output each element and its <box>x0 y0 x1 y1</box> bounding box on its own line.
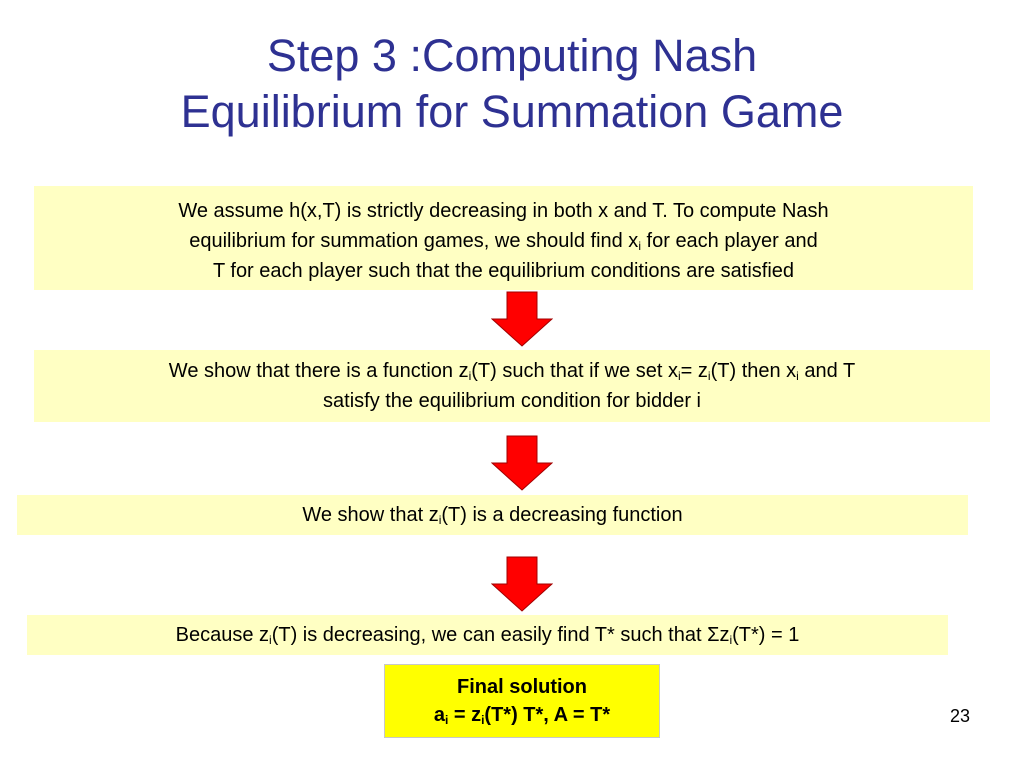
slide-title: Step 3 :Computing Nash Equilibrium for S… <box>0 28 1024 140</box>
subscript: i <box>468 369 472 383</box>
down-arrow-icon <box>491 291 553 347</box>
sigma-symbol: Σ <box>707 624 720 646</box>
final-solution-box: Final solution ai = zi(T*) T*, A = T* <box>384 664 660 738</box>
function-text: and T <box>798 360 856 382</box>
assumption-line-1: We assume h(x,T) is strictly decreasing … <box>178 200 829 222</box>
final-solution-label: Final solution <box>457 676 587 698</box>
subscript: i <box>481 713 485 727</box>
subscript: i <box>638 239 641 253</box>
decreasing-function-box: We show that zi(T) is a decreasing funct… <box>17 495 968 535</box>
find-text: (T*) = 1 <box>732 624 800 646</box>
decreasing-text: We show that z <box>302 504 439 526</box>
find-t-star-box: Because zi(T) is decreasing, we can easi… <box>27 615 948 655</box>
function-text: We show that there is a function z <box>168 360 469 382</box>
function-line-1: We show that there is a function zi(T) s… <box>34 356 990 386</box>
slide-title-line-1: Step 3 :Computing Nash <box>266 30 758 81</box>
assumption-line-2: equilibrium for summation games, we shou… <box>34 226 973 256</box>
final-solution-formula: ai = zi(T*) T*, A = T* <box>385 701 659 729</box>
function-line-2: satisfy the equilibrium condition for bi… <box>323 390 701 412</box>
subscript: i <box>707 369 711 383</box>
find-text: z <box>719 624 730 646</box>
subscript: i <box>269 633 272 647</box>
down-arrow-icon <box>491 556 553 612</box>
function-text: = z <box>680 360 708 382</box>
assumption-box: We assume h(x,T) is strictly decreasing … <box>34 186 973 290</box>
subscript: i <box>729 633 733 647</box>
page-number: 23 <box>949 706 970 726</box>
formula-text: (T*) T*, A = T* <box>484 704 611 726</box>
formula-text: a <box>433 704 445 726</box>
down-arrow-icon <box>491 435 553 491</box>
function-text: (T) such that if we set x <box>471 360 678 382</box>
formula-text: = z <box>448 704 482 726</box>
find-text: (T) is decreasing, we can easily find T*… <box>271 624 708 646</box>
subscript: i <box>678 369 681 383</box>
subscript: i <box>438 513 442 527</box>
assumption-text: equilibrium for summation games, we shou… <box>189 230 639 252</box>
subscript: i <box>796 369 799 383</box>
function-text: (T) then x <box>710 360 797 382</box>
decreasing-text: (T) is a decreasing function <box>441 504 683 526</box>
find-text: Because z <box>175 624 270 646</box>
assumption-text: for each player and <box>640 230 818 252</box>
slide-title-line-2: Equilibrium for Summation Game <box>180 86 844 137</box>
function-box: We show that there is a function zi(T) s… <box>34 350 990 422</box>
assumption-line-3: T for each player such that the equilibr… <box>212 260 795 282</box>
subscript: i <box>444 713 449 727</box>
